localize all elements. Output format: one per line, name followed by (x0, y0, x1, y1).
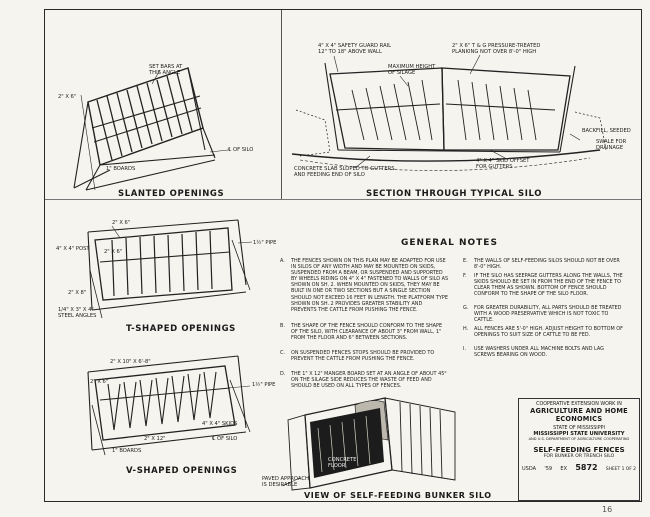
label-t-top: 2" x 6" (112, 220, 131, 226)
note-h: H. ALL FENCES ARE 5'-0" HIGH. ADJUST HEIG… (463, 326, 624, 339)
label-boards: 1" BOARDS (106, 166, 136, 172)
note-letter: A. (280, 258, 285, 264)
label-of-silo: ℄ OF SILO (228, 147, 254, 153)
note-text: THE FENCES SHOWN ON THIS PLAN MAY BE ADA… (291, 258, 449, 313)
note-text: THE WALLS OF SELF-FEEDING SILOS SHOULD N… (474, 258, 620, 271)
label-v-skids: 4" x 4" SKIDS (202, 421, 238, 427)
caption-slanted-openings: SLANTED OPENINGS (118, 189, 225, 199)
label-slanted-dim: 2" x 6" (58, 94, 77, 100)
note-text: FOR GREATER DURABILITY, ALL PARTS SHOULD… (474, 305, 622, 324)
label-t-bottom: 2" x 8" (68, 290, 87, 296)
sheet-number: SHEET 1 OF 2 (605, 467, 636, 472)
label-swale: SWALE FOR DRAINAGE (596, 139, 627, 151)
note-text: ALL FENCES ARE 5'-0" HIGH. ADJUST HEIGHT… (474, 326, 623, 339)
title-block-line5: AND U.S. DEPARTMENT OF AGRICULTURE COOPE… (528, 437, 630, 441)
note-letter: D. (280, 371, 286, 377)
label-v-board: 2" x 12" (144, 436, 166, 442)
title-block-line3: STATE OF MISSISSIPPI (553, 426, 605, 431)
note-c: C. ON SUSPENDED FENCES STOPS SHOULD BE PR… (280, 350, 449, 363)
title-block-line2: AGRICULTURE AND HOME ECONOMICS (530, 407, 628, 423)
note-letter: G. (463, 305, 469, 311)
caption-bunker-view: VIEW OF SELF-FEEDING BUNKER SILO (304, 491, 492, 500)
drawing-number: 5872 (575, 463, 598, 472)
caption-section-silo: SECTION THROUGH TYPICAL SILO (366, 189, 543, 199)
note-g: G. FOR GREATER DURABILITY, ALL PARTS SHOU… (463, 305, 624, 324)
note-text: IF THE SILO HAS SEEPAGE GUTTERS ALONG TH… (474, 273, 623, 298)
note-f: F. IF THE SILO HAS SEEPAGE GUTTERS ALONG … (463, 273, 624, 298)
panel-divider-horizontal (45, 199, 641, 200)
label-set-bars: SET BARS AT THIS ANGLE (149, 64, 183, 76)
code-usda: USDA (522, 466, 537, 472)
label-concrete-slab: CONCRETE SLAB SLOPED TO GUTTERS AND FEED… (294, 166, 395, 178)
note-e: E. THE WALLS OF SELF-FEEDING SILOS SHOULD… (463, 258, 624, 271)
code-year: '59 (544, 466, 553, 472)
t-shaped-fence-drawing (87, 219, 253, 319)
v-shaped-fence-drawing (87, 355, 251, 456)
note-letter: F. (463, 273, 467, 279)
sheet-border (44, 9, 642, 502)
panel-divider-vertical (281, 10, 282, 200)
general-notes-title: GENERAL NOTES (401, 238, 498, 248)
label-t-post: 4" x 4" POST (56, 246, 90, 252)
label-skid-offset: 4" x 4" SKID OFFSET FOR GUTTERS (476, 158, 530, 170)
silo-section-drawing (291, 54, 607, 171)
caption-v-shaped: V-SHAPED OPENINGS (126, 466, 238, 476)
note-a: A. THE FENCES SHOWN ON THIS PLAN MAY BE A… (280, 258, 449, 313)
note-d: D. THE 1" x 12" MANGER BOARD SET AT AN AN… (280, 371, 449, 390)
note-text: USE WASHERS UNDER ALL MACHINE BOLTS AND … (474, 346, 604, 359)
title-block-codes: USDA '59 EX 5872 SHEET 1 OF 2 (519, 459, 639, 472)
label-planking: 2" x 6" T & G PRESSURE-TREATED PLANKING … (452, 43, 541, 55)
label-t-angles: 1/4" x 3" x 4" STEEL ANGLES (58, 307, 97, 319)
title-block: COOPERATIVE EXTENSION WORK IN AGRICULTUR… (518, 398, 640, 501)
label-v-boards: 1" BOARDS (112, 448, 142, 454)
bunker-interior (310, 408, 384, 478)
label-t-pipe: 1½" PIPE (253, 240, 277, 246)
note-text: THE 1" x 12" MANGER BOARD SET AT AN ANGL… (291, 371, 447, 390)
label-t-mid: 2" x 6" (104, 249, 123, 255)
label-v-of-silo: ℄ OF SILO (212, 436, 238, 442)
label-v-pipe: 1½" PIPE (252, 382, 276, 388)
title-block-title: SELF-FEEDING FENCES (533, 445, 625, 454)
label-paved-approach: PAVED APPROACH IS DESIRABLE (262, 476, 309, 488)
note-letter: B. (280, 323, 285, 329)
title-block-line4: MISSISSIPPI STATE UNIVERSITY (533, 431, 625, 437)
label-v-top: 2" x 10" x 6'-8" (110, 359, 151, 365)
note-letter: E. (463, 258, 468, 264)
note-text: THE SHAPE OF THE FENCE SHOULD CONFORM TO… (291, 323, 443, 342)
label-backfill: BACKFILL, SEEDED (582, 128, 631, 134)
title-block-subtitle: FOR BUNKER OR TRENCH SILO (543, 454, 615, 459)
title-block-line1: COOPERATIVE EXTENSION WORK IN (536, 402, 622, 407)
caption-t-shaped: T-SHAPED OPENINGS (126, 324, 236, 334)
label-safety-rail: 4" x 4" SAFETY GUARD RAIL 12" TO 18" ABO… (318, 43, 392, 55)
note-i: I. USE WASHERS UNDER ALL MACHINE BOLTS AN… (463, 346, 624, 359)
note-letter: H. (463, 326, 469, 332)
code-ex: EX (560, 466, 567, 472)
note-b: B. THE SHAPE OF THE FENCE SHOULD CONFORM … (280, 323, 449, 342)
note-letter: I. (463, 346, 466, 352)
label-v-dim: 2" x 6" (90, 379, 109, 385)
slanted-fence-drawing (73, 67, 229, 191)
note-letter: C. (280, 350, 285, 356)
page-mark: 16 (602, 505, 613, 514)
note-text: ON SUSPENDED FENCES STOPS SHOULD BE PROV… (291, 350, 435, 363)
label-max-height: MAXIMUM HEIGHT OF SILAGE (388, 64, 436, 76)
label-concrete-floor: CONCRETE FLOOR (328, 457, 357, 469)
